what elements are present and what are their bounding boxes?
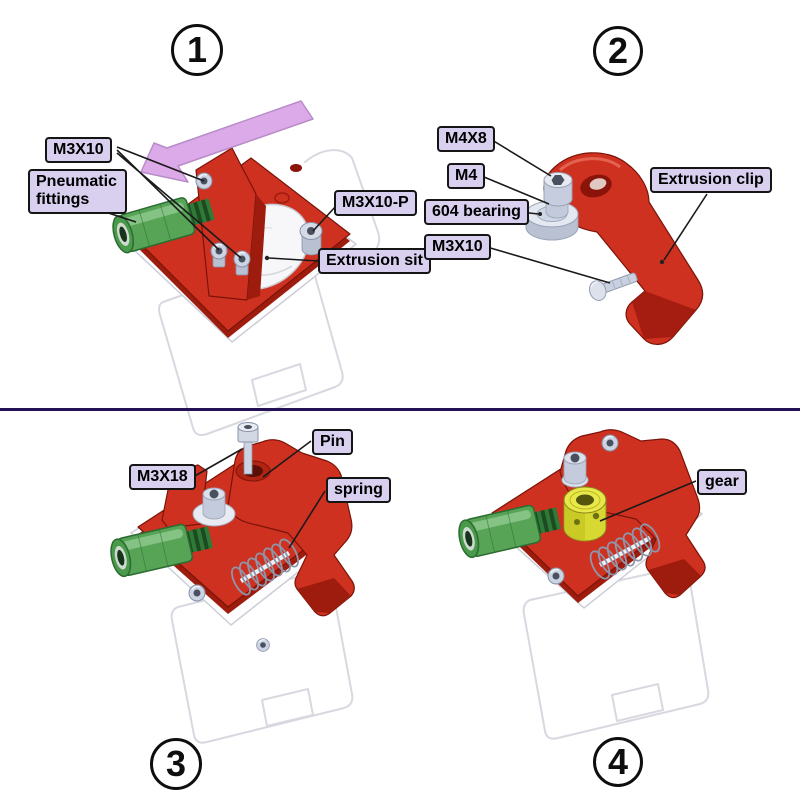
- label-604-bearing: 604 bearing: [424, 199, 529, 226]
- label-m4x8: M4X8: [437, 126, 495, 153]
- bearing-stack: [525, 172, 579, 241]
- label-spring: spring: [326, 477, 391, 504]
- step3-illustration: [106, 422, 355, 744]
- label-gear: gear: [697, 469, 747, 496]
- step1-illustration: [108, 100, 381, 437]
- label-extrusion-sit: Extrusion sit: [318, 248, 431, 275]
- label-m4: M4: [447, 163, 486, 190]
- clip-arm-installed: [559, 429, 706, 599]
- plate-screw: [256, 637, 270, 653]
- label-m3x10: M3X10: [45, 137, 112, 164]
- step-3-badge: 3: [150, 738, 202, 790]
- arm-screw: [601, 434, 619, 452]
- label-m3x10: M3X10: [424, 234, 491, 261]
- insert-direction-arrow: [140, 100, 314, 183]
- step-4-badge: 4: [593, 737, 643, 787]
- label-m3x10p: M3X10-P: [334, 190, 417, 217]
- step-1-badge: 1: [171, 24, 223, 76]
- plate-screw: [547, 567, 565, 585]
- idler-screw: [192, 487, 236, 527]
- label-pneumatic-fittings: Pneumatic fittings: [28, 169, 127, 214]
- step2-illustration: [525, 152, 704, 345]
- plate-screw: [188, 584, 206, 602]
- pin-screw-m3x18: [237, 422, 259, 475]
- m3x10-screw: [588, 272, 638, 301]
- spring: [589, 523, 661, 580]
- step-2-badge: 2: [593, 26, 643, 76]
- label-extrusion-clip: Extrusion clip: [650, 167, 772, 194]
- extruder-gear: [563, 486, 607, 542]
- center-screw: [561, 451, 589, 488]
- leader-lines: [92, 139, 708, 549]
- spring: [231, 538, 299, 596]
- label-pin: Pin: [312, 429, 353, 456]
- section-divider: [0, 408, 800, 411]
- label-m3x18: M3X18: [129, 464, 196, 491]
- clip-arm-installed: [227, 439, 355, 617]
- step4-illustration: [454, 429, 710, 740]
